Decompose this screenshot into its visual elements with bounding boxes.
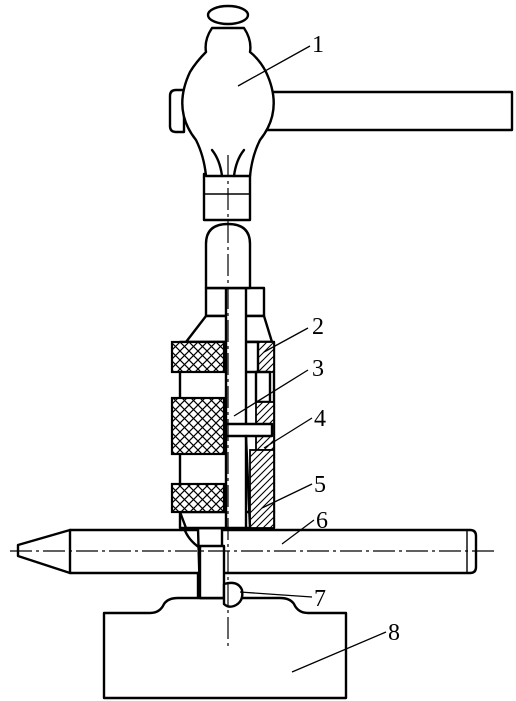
hammer [168, 4, 514, 222]
knurl-ring-top [170, 340, 226, 374]
plunger [224, 286, 248, 530]
label-6: 6 [316, 508, 328, 534]
label-3: 3 [312, 356, 324, 382]
label-5: 5 [314, 472, 326, 498]
label-1: 1 [312, 32, 324, 58]
leader-lines [233, 45, 387, 673]
sleeve-body [170, 286, 276, 530]
label-8: 8 [388, 620, 400, 646]
knurl-ring-bottom [170, 482, 226, 514]
workpiece-base [102, 596, 348, 700]
label-7: 7 [314, 586, 326, 612]
label-2: 2 [312, 314, 324, 340]
part-labels: 1 2 3 4 5 6 7 8 [312, 32, 400, 646]
ball [222, 581, 244, 608]
center-lines [10, 155, 498, 648]
pin [224, 422, 274, 438]
knurl-ring-middle [170, 396, 226, 456]
label-4: 4 [314, 406, 326, 432]
